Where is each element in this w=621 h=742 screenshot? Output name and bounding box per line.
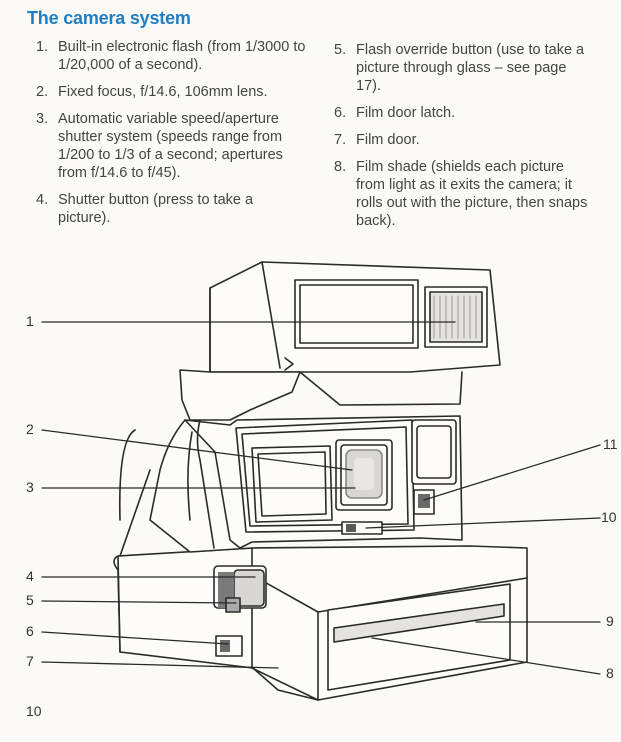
list-item-number: 2. <box>36 84 49 100</box>
callout-6: 6 <box>26 623 34 639</box>
flash-housing <box>179 261 501 421</box>
list-item-text: Flash override button (use to take a pic… <box>356 42 585 94</box>
list-item-number: 1. <box>36 39 49 55</box>
callout-11: 11 <box>603 436 618 452</box>
list-item: 7. Film door. <box>334 131 594 149</box>
callout-9: 9 <box>606 613 614 629</box>
list-item: 1. Built-in electronic flash (from 1/300… <box>36 38 306 74</box>
film-door-latch <box>215 635 243 657</box>
list-item: 4. Shutter button (press to take a pictu… <box>36 191 306 227</box>
list-item-text: Built-in electronic flash (from 1/3000 t… <box>58 39 306 73</box>
list-item-number: 6. <box>334 105 347 121</box>
list-item: 8. Film shade (shields each picture from… <box>334 158 594 230</box>
list-item-number: 8. <box>334 159 347 175</box>
page-title: The camera system <box>27 8 191 28</box>
list-item-text: Automatic variable speed/aperture shutte… <box>58 111 283 181</box>
feature-list-left: 1. Built-in electronic flash (from 1/300… <box>36 38 306 236</box>
callout-10: 10 <box>601 509 617 525</box>
list-item-number: 5. <box>334 42 347 58</box>
film-exit-slot <box>327 583 511 691</box>
list-item: 6. Film door latch. <box>334 104 594 122</box>
list-item: 5. Flash override button (use to take a … <box>334 41 594 95</box>
callout-3: 3 <box>26 479 34 495</box>
list-item-number: 3. <box>36 111 49 127</box>
list-item: 2. Fixed focus, f/14.6, 106mm lens. <box>36 83 306 101</box>
callout-4: 4 <box>26 568 34 584</box>
list-item: 3. Automatic variable speed/aperture shu… <box>36 110 306 182</box>
callout-7: 7 <box>26 653 34 669</box>
callout-2: 2 <box>26 421 34 437</box>
list-item-number: 4. <box>36 192 49 208</box>
list-item-text: Film shade (shields each picture from li… <box>356 159 588 229</box>
callout-1: 1 <box>26 313 34 329</box>
list-item-text: Film door. <box>356 132 420 148</box>
callout-5: 5 <box>26 592 34 608</box>
feature-list-right: 5. Flash override button (use to take a … <box>334 41 594 239</box>
callout-lines <box>41 321 601 675</box>
shutter-button-assembly <box>213 565 267 613</box>
front-panel <box>235 419 457 535</box>
list-item-text: Fixed focus, f/14.6, 106mm lens. <box>58 84 268 100</box>
list-item-text: Shutter button (press to take a picture)… <box>58 192 254 226</box>
list-item-number: 7. <box>334 132 347 148</box>
list-item-text: Film door latch. <box>356 105 456 121</box>
page-number: 10 <box>26 703 42 719</box>
callout-8: 8 <box>606 665 614 681</box>
